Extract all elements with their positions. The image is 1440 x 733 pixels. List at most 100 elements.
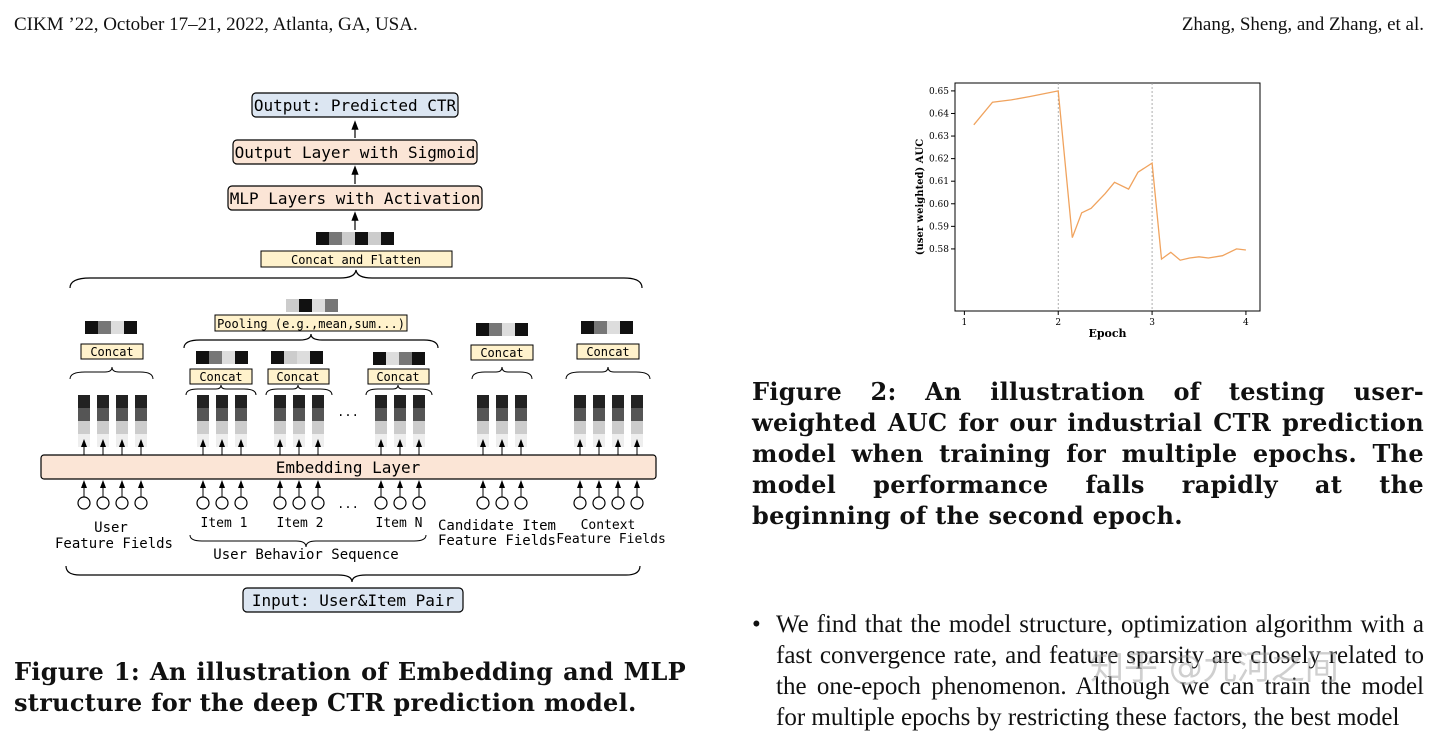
input-node [196, 496, 210, 510]
embedding-cell [515, 408, 527, 421]
embedding-cell [515, 395, 527, 408]
input-node [77, 496, 91, 510]
pooling-brace [183, 333, 439, 349]
input-node [96, 496, 110, 510]
embedding-cell [631, 395, 643, 408]
embedding-cell [413, 421, 425, 434]
context-label-2: Feature Fields [556, 532, 666, 547]
itemN-concat-label: Concat [376, 370, 419, 384]
embedding-cell [496, 395, 508, 408]
embedding-cell [97, 395, 109, 408]
input-node [234, 496, 248, 510]
embedding-cell [274, 421, 286, 434]
input-label: Input: User&Item Pair [252, 591, 455, 610]
embedding-cell [235, 395, 247, 408]
input-node [495, 496, 509, 510]
x-tick-label: 1 [962, 318, 968, 328]
embedding-cell [293, 408, 305, 421]
behavior-brace [189, 534, 427, 548]
embedding-cell [593, 421, 605, 434]
input-node [412, 496, 426, 510]
embedding-cell [312, 421, 324, 434]
candidate-label-2: Feature Fields [438, 533, 556, 549]
embedding-columns [78, 395, 643, 455]
embedding-cell [477, 421, 489, 434]
embedding-cell [593, 395, 605, 408]
embedding-cell [375, 395, 387, 408]
embedding-cell [413, 408, 425, 421]
embedding-cell [216, 408, 228, 421]
y-axis-label: (user weighted) AUC [915, 139, 926, 255]
embedding-cell [496, 421, 508, 434]
input-node [611, 496, 625, 510]
output-layer-box [232, 139, 478, 165]
item2-label: Item 2 [277, 516, 324, 531]
auc-series-line [973, 90, 1246, 261]
context-label-1: Context [581, 518, 636, 533]
candidate-concat-label: Concat [480, 346, 523, 360]
item1-concat-group: Concat [185, 351, 257, 396]
x-tick-label: 3 [1149, 318, 1155, 328]
pooled-vector [286, 299, 338, 312]
embedding-cell [116, 395, 128, 408]
embedding-cell [375, 408, 387, 421]
embedding-cell [216, 421, 228, 434]
embedding-cell [496, 408, 508, 421]
flattened-vector [316, 232, 394, 245]
embedding-cell [235, 421, 247, 434]
input-node [514, 496, 528, 510]
y-tick-label: 0.60 [929, 200, 949, 210]
context-concat-label: Concat [586, 345, 629, 359]
concat-flatten-label: Concat and Flatten [291, 253, 421, 267]
y-tick-label: 0.62 [929, 155, 949, 165]
running-header-authors: Zhang, Sheng, and Zhang, et al. [1181, 14, 1424, 35]
output-box [251, 92, 459, 118]
embedding-cell [197, 408, 209, 421]
watermark: 知乎 @九河之间 [1090, 648, 1339, 688]
embedding-cell [312, 408, 324, 421]
user-fields-label-2: Feature Fields [55, 536, 173, 552]
input-node [573, 496, 587, 510]
embedding-cell [135, 408, 147, 421]
embedding-cell [593, 408, 605, 421]
embedding-cell [312, 395, 324, 408]
embedding-layer-label: Embedding Layer [276, 458, 421, 477]
embedding-mlp-diagram: Output: Predicted CTR Output Layer with … [40, 92, 666, 613]
y-tick-label: 0.64 [929, 109, 949, 119]
embedding-cell [574, 421, 586, 434]
item2-concat-label: Concat [276, 370, 319, 384]
embedding-cell [413, 395, 425, 408]
context-concat-group: Concat [565, 321, 651, 380]
input-node [592, 496, 606, 510]
input-brace [65, 565, 641, 583]
input-node [292, 496, 306, 510]
running-header-venue: CIKM ’22, October 17–21, 2022, Atlanta, … [14, 14, 418, 35]
input-node [374, 496, 388, 510]
embedding-cell [631, 408, 643, 421]
flatten-brace [69, 269, 643, 289]
item1-concat-label: Concat [199, 370, 242, 384]
behavior-label: User Behavior Sequence [213, 547, 398, 563]
item-ellipsis-top: ... [337, 405, 359, 419]
embedding-cell [515, 421, 527, 434]
item1-label: Item 1 [201, 516, 248, 531]
output-layer-label: Output Layer with Sigmoid [235, 143, 476, 162]
mlp-label: MLP Layers with Activation [230, 189, 480, 208]
embedding-cell [235, 408, 247, 421]
embedding-cell [394, 421, 406, 434]
y-tick-label: 0.65 [929, 87, 949, 97]
embedding-cell [612, 408, 624, 421]
input-node [476, 496, 490, 510]
bullet-marker: • [752, 611, 761, 638]
embedding-cell [216, 395, 228, 408]
y-tick-label: 0.63 [929, 132, 949, 142]
embedding-cell [574, 408, 586, 421]
embedding-cell [375, 421, 387, 434]
user-fields-label-1: User [94, 520, 128, 536]
x-tick-label: 4 [1243, 318, 1249, 328]
embedding-cell [477, 408, 489, 421]
concat-flatten-box [260, 250, 453, 268]
output-label: Output: Predicted CTR [254, 96, 457, 115]
embedding-cell [612, 395, 624, 408]
embedding-cell [293, 395, 305, 408]
